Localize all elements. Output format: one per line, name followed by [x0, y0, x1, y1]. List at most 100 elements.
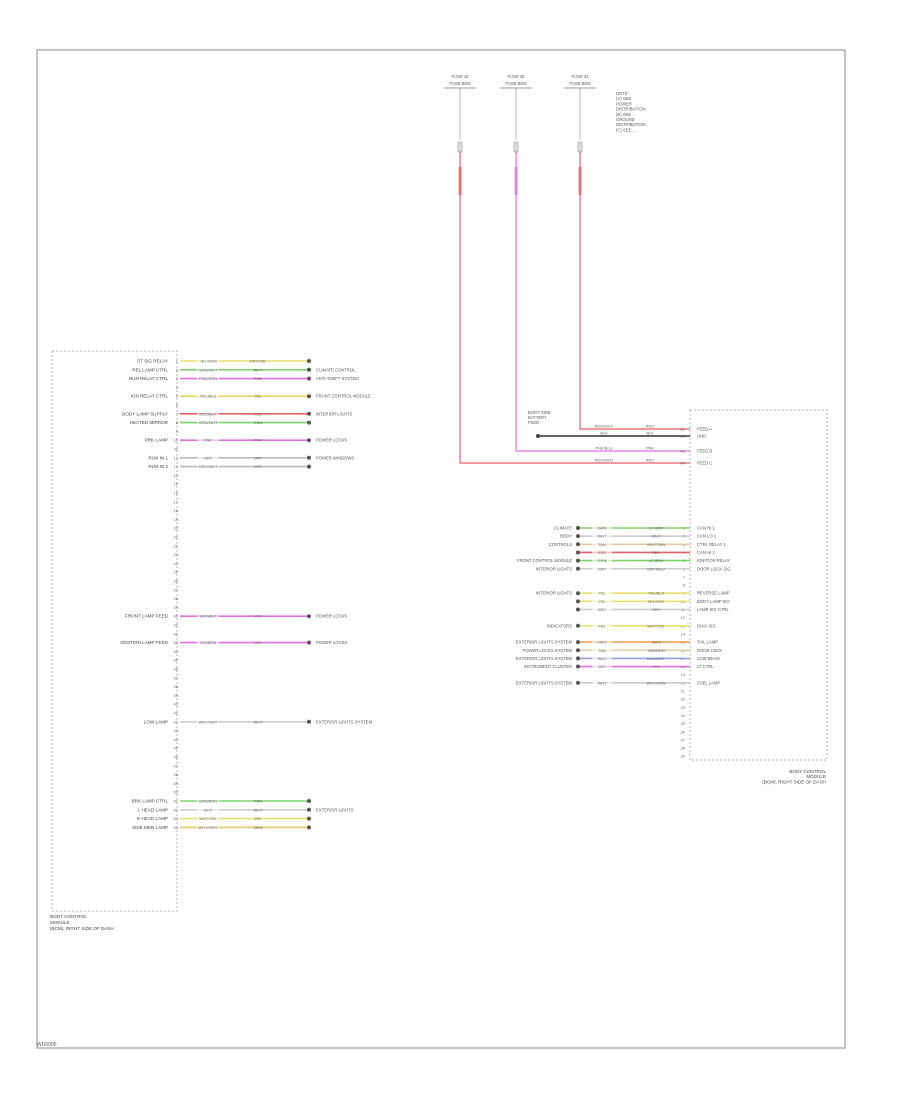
left-wire-color-code: YEL/GRN [199, 359, 217, 364]
left-pin-destination: POWER LOCKS [316, 614, 347, 619]
right-wire-color-code: WHT/TAN [647, 542, 665, 547]
left-pin-number: 19 [174, 517, 179, 522]
fuse-name-label: FUSE 26 [508, 74, 526, 79]
left-pin-number: 38 [174, 684, 179, 689]
fuse-legend-line: GROUND [616, 117, 635, 122]
fuse-legend-line: (A) SEE [616, 96, 631, 101]
left-wire-ref-code: GRY [254, 464, 263, 469]
wire-label-bg [197, 411, 219, 416]
left-pin-connector-dot [307, 614, 311, 619]
right-pin-connector-dot [576, 526, 580, 530]
left-module-title: BODY CONTROL [50, 914, 87, 919]
wire-label-bg [592, 566, 612, 571]
wire-segment [578, 167, 582, 195]
left-pin-connector-dot [307, 394, 311, 399]
left-pin-number: 6 [176, 403, 179, 408]
ground-connector-dot [536, 434, 540, 438]
left-wire-ref-code: YEL [254, 816, 262, 821]
right-wire-ref-code: GRN [598, 526, 607, 531]
left-pin-number: 53 [174, 816, 179, 821]
wire-label-bg [592, 550, 612, 555]
right-pin-source: EXTERIOR LIGHTS SYSTEM [516, 640, 573, 645]
right-pin-number: 8 [683, 583, 686, 588]
left-wire-color-code: GRN/WHT [198, 367, 218, 372]
right-pin-source: INTERIOR LIGHTS [536, 566, 573, 571]
left-pin-number: 18 [174, 508, 179, 513]
left-pin-number: 35 [174, 658, 179, 663]
feed-wire [579, 152, 690, 430]
left-pins-layer: 1234567891011121314151617181920212223242… [120, 359, 372, 830]
fuse-box-label: FUSE BOX [505, 81, 526, 86]
left-pin-function: IGN RELAY CTRL [131, 394, 169, 399]
wire-segment [514, 167, 518, 195]
left-pin-number: 39 [174, 693, 179, 698]
right-pin-connector-dot [576, 680, 580, 685]
left-wire-ref-code: GRY/YEL [249, 359, 267, 364]
wire-label-bg [197, 798, 219, 804]
left-pin-connector-dot [307, 816, 311, 821]
left-pin-number: 2 [176, 367, 179, 372]
right-wire-ref-code: WHT [597, 680, 607, 685]
left-wire-color-code: WHT/YEL [199, 816, 218, 821]
right-wire-ref-code: ORG [597, 640, 606, 645]
right-pin-source: EXTERIOR LIGHTS SYSTEM [516, 680, 573, 685]
right-pin-connector-dot [576, 640, 580, 645]
left-pin-number: 46 [174, 755, 179, 760]
left-pin-function: BODY LAMP SUPPLY [122, 411, 168, 416]
right-wire-ref-code: YEL [598, 599, 606, 604]
left-pin-function: RUN RELAY CTRL [129, 376, 169, 381]
right-pin-function: CAN HI 1 [697, 526, 715, 531]
right-power-pin-number: A2 [680, 434, 686, 439]
right-pin-function: REVERSE LAMP [697, 591, 730, 596]
left-wire-color-code: VIO/WHT [199, 614, 217, 619]
right-pin-function: DOOR LOCK [697, 648, 722, 653]
left-pin-number: 48 [174, 772, 179, 777]
left-pin-number: 31 [174, 623, 179, 628]
left-pin-function: RUN IN 2 [148, 464, 168, 469]
left-pin-function: LOW LAMP [144, 719, 168, 724]
left-pin-number: 16 [174, 491, 179, 496]
right-wire-color-code: LT GRN [649, 526, 663, 531]
right-pin-function: CTRL RELAY 1 [697, 542, 726, 547]
left-wire-color-code: GRN/BRN [199, 799, 218, 804]
wire-label-bg [592, 623, 612, 628]
right-pin-source: CONTROLS [549, 542, 572, 547]
right-power-wire-code: BLK [600, 431, 608, 436]
left-wire-ref-code: PNK [254, 438, 263, 443]
left-pin-number: 30 [174, 614, 179, 619]
right-pin-function: DIAG SIG [697, 623, 716, 628]
right-wire-color-code: WHT/GRN [646, 680, 665, 685]
right-pin-connector-dot [576, 550, 580, 555]
left-pin-connector-dot [307, 799, 311, 803]
right-power-pin-number: A1 [680, 427, 686, 432]
right-connector-label: BATTERY [528, 415, 547, 420]
right-pin-function: CAN HI 2 [697, 550, 715, 555]
right-pin-number: 21 [681, 689, 686, 694]
wire-label-bg [197, 825, 219, 830]
left-wire-ref-code: GRN [254, 799, 263, 804]
fuse-legend-line: (C) SEE ... [616, 127, 636, 132]
left-wire-color-code: WHT [203, 807, 213, 812]
right-pin-source: INSTRUMENT CLUSTER [524, 664, 572, 669]
left-pin-destination: POWER WINDOWS [316, 455, 354, 460]
fuse-element [457, 141, 463, 153]
left-pin-number: 7 [176, 411, 179, 416]
right-pin-number: 23 [681, 705, 686, 710]
right-power-wire-code: RED/WHT [595, 458, 614, 463]
left-pin-number: 11 [174, 447, 179, 452]
left-pin-number: 37 [174, 675, 179, 680]
left-wire-color-code: WHT/GRY [199, 719, 218, 724]
left-wire-color-code: VIO/BRN [200, 640, 217, 645]
right-pin-function: DOOR LOCK SIG [697, 566, 731, 571]
left-wire-ref-code: VIO [255, 640, 262, 645]
left-pin-function: PRK LAMP [145, 438, 168, 443]
wire-label-bg [197, 420, 219, 425]
right-pin-source: INTERIOR LIGHTS [536, 591, 573, 596]
left-wire-ref-code: GRN [254, 420, 263, 425]
right-pin-connector-dot [576, 664, 580, 669]
left-pin-number: 36 [174, 667, 179, 672]
left-pin-number: 52 [174, 807, 179, 812]
page-footer: WD0000 [37, 1042, 57, 1048]
left-pin-function: L HEAD LAMP [138, 807, 168, 812]
